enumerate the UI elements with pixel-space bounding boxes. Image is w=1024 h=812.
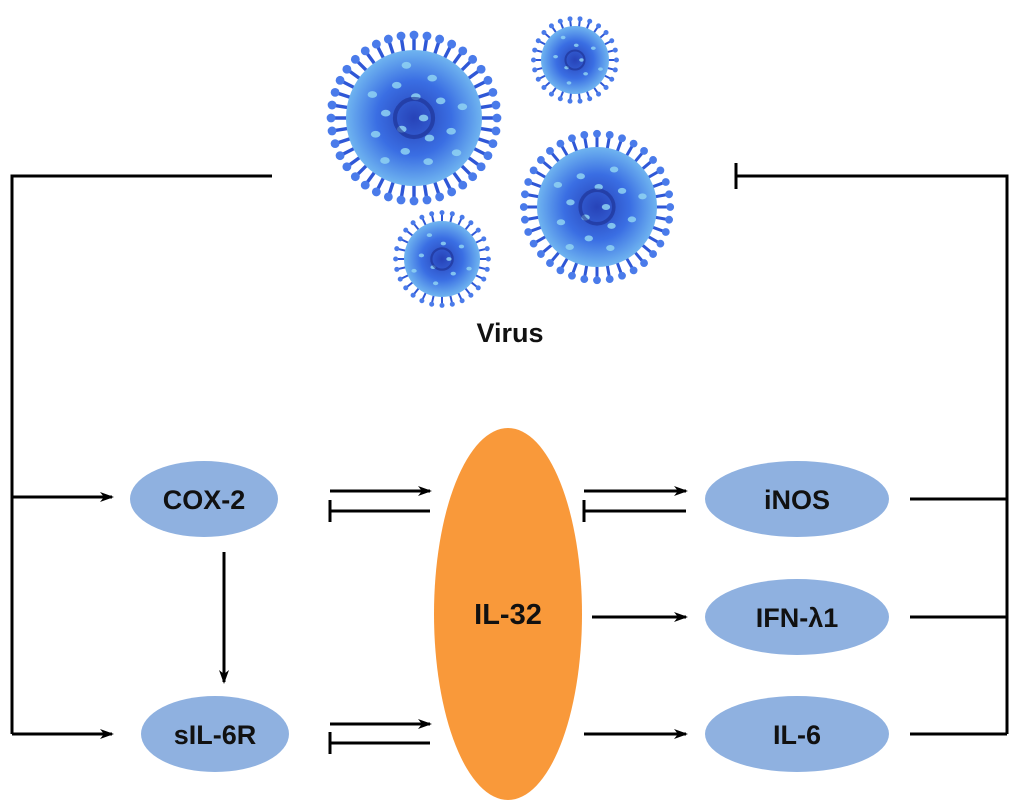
node-inos-label: iNOS — [764, 485, 830, 515]
node-sil6r-label: sIL-6R — [174, 720, 257, 750]
sil6r-il32-interaction — [328, 719, 432, 754]
right-feedback-loop — [734, 163, 1009, 736]
node-il6: IL-6 — [705, 696, 889, 772]
node-il32: IL-32 — [434, 428, 582, 800]
il32-inos-interaction — [582, 486, 688, 522]
virus-particle — [326, 30, 502, 206]
node-ifn-lambda1: IFN-λ1 — [705, 579, 889, 655]
node-ifn-label: IFN-λ1 — [756, 603, 839, 633]
virus-label: Virus — [476, 318, 543, 348]
virus-particle — [519, 129, 675, 285]
virus-particle — [531, 16, 619, 104]
node-il32-label: IL-32 — [474, 599, 542, 631]
node-inos: iNOS — [705, 461, 889, 537]
cox2-il32-interaction — [328, 486, 432, 522]
node-il6-label: IL-6 — [773, 720, 821, 750]
virus-particle — [393, 210, 491, 308]
node-sil6r: sIL-6R — [141, 696, 289, 772]
left-feedback-loop — [10, 174, 272, 739]
node-cox2: COX-2 — [130, 461, 278, 537]
virus-particles — [326, 16, 675, 308]
node-cox2-label: COX-2 — [163, 485, 246, 515]
